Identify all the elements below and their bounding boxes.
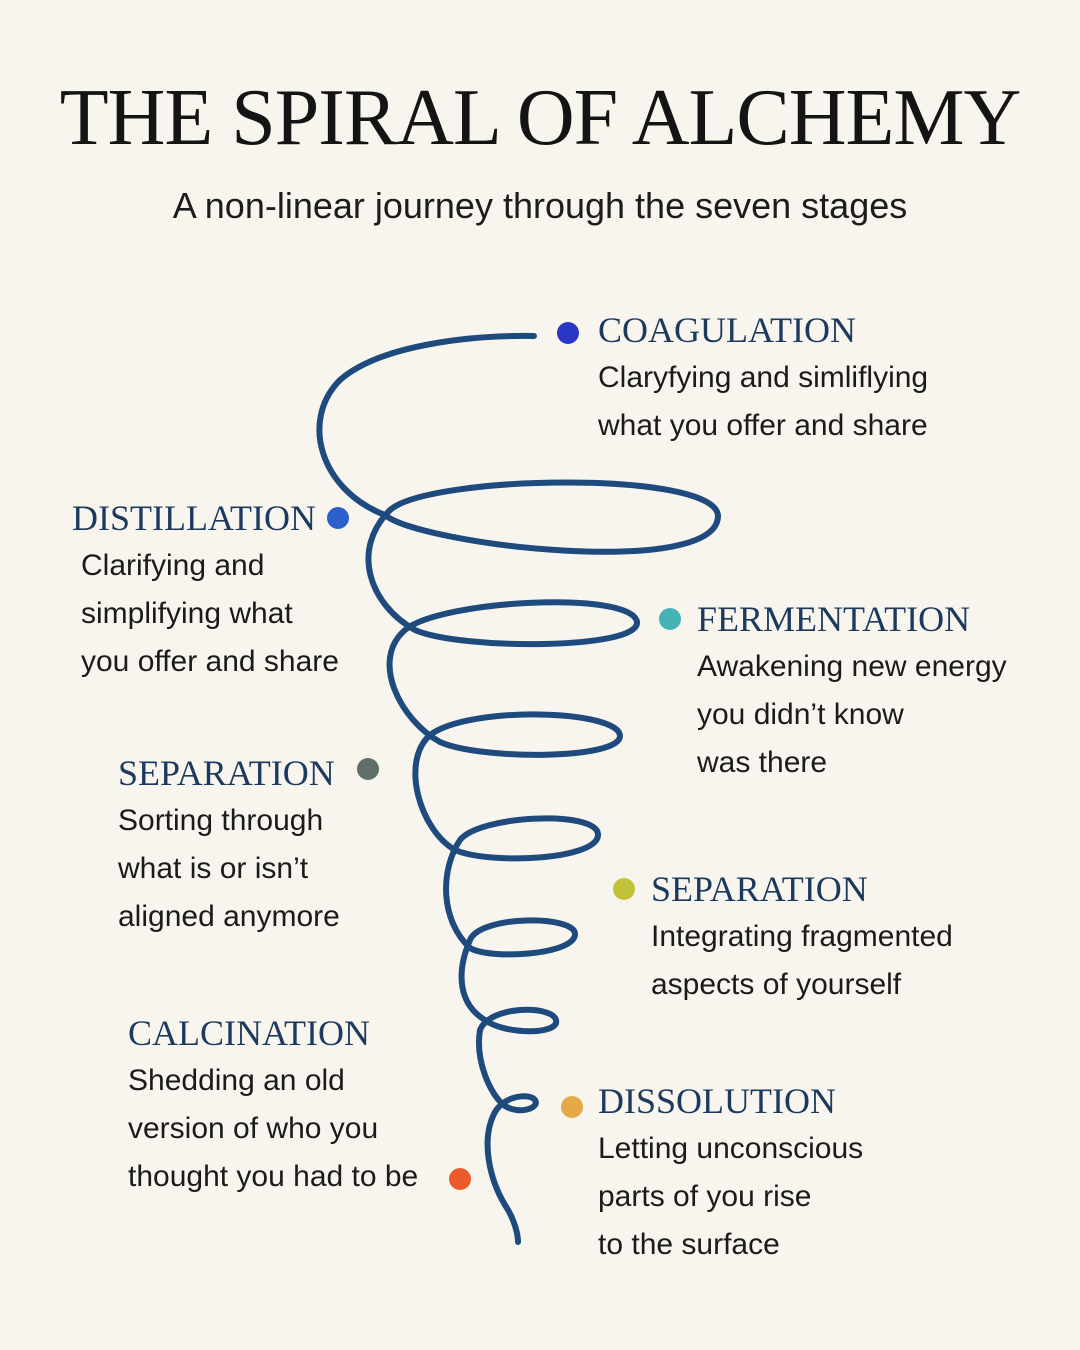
separation-right-marker xyxy=(613,878,635,900)
stage-description: Shedding an old version of who you thoug… xyxy=(128,1064,419,1193)
stage-fermentation: FERMENTATION Awakening new energy you di… xyxy=(697,601,1007,787)
page-subtitle: A non-linear journey through the seven s… xyxy=(172,185,908,226)
stage-description: Sorting through what is or isn’t aligned… xyxy=(118,804,340,933)
stage-separation-left: SEPARATION Sorting through what is or is… xyxy=(118,755,340,941)
stage-separation-right: SEPARATION Integrating fragmented aspect… xyxy=(651,871,953,1009)
fermentation-marker xyxy=(659,608,681,630)
distillation-marker xyxy=(327,507,349,529)
stage-name: SEPARATION xyxy=(651,869,868,909)
stage-calcination: CALCINATION Shedding an old version of w… xyxy=(128,1015,418,1201)
stage-name: SEPARATION xyxy=(118,753,335,793)
stage-name: FERMENTATION xyxy=(697,599,971,639)
stage-description: Claryfying and simliflying what you offe… xyxy=(598,361,929,442)
stage-description: Awakening new energy you didn’t know was… xyxy=(697,650,1007,779)
stage-name: CALCINATION xyxy=(128,1013,370,1053)
stage-description: Clarifying and simplifying what you offe… xyxy=(81,549,339,678)
stage-description: Integrating fragmented aspects of yourse… xyxy=(651,920,953,1001)
separation-left-marker xyxy=(357,758,379,780)
calcination-marker xyxy=(449,1168,471,1190)
stage-coagulation: COAGULATION Claryfying and simliflying w… xyxy=(598,312,928,450)
stage-dissolution: DISSOLUTION Letting unconscious parts of… xyxy=(598,1083,863,1269)
spiral-line xyxy=(316,332,722,1245)
coagulation-marker xyxy=(557,322,579,344)
stage-name: DISTILLATION xyxy=(72,498,316,538)
page-title: THE SPIRAL OF ALCHEMY xyxy=(59,74,1022,162)
stage-name: COAGULATION xyxy=(598,310,856,350)
dissolution-marker xyxy=(561,1096,583,1118)
stage-name: DISSOLUTION xyxy=(598,1081,836,1121)
stage-description: Letting unconscious parts of you rise to… xyxy=(598,1132,864,1261)
stage-distillation: DISTILLATION Clarifying and simplifying … xyxy=(72,500,339,686)
